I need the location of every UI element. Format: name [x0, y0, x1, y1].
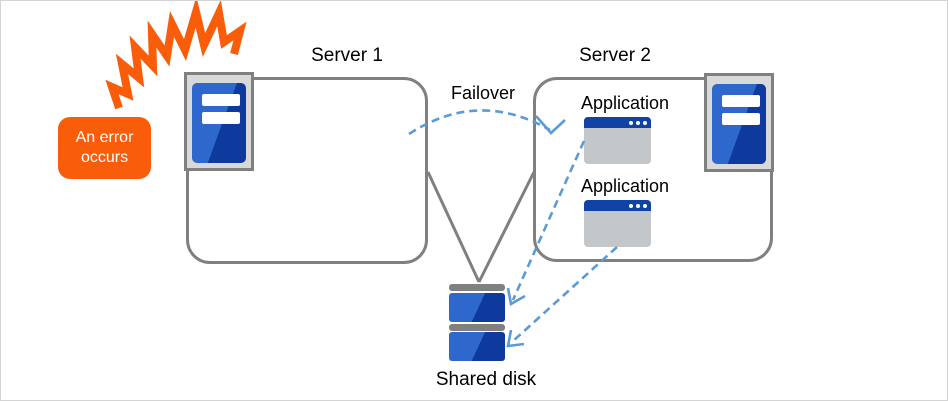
server-slot: [202, 112, 240, 124]
window-dot: [643, 203, 647, 208]
shared-disk-label: Shared disk: [435, 369, 537, 390]
server1-label: Server 1: [311, 45, 383, 66]
server1-disk-line: [426, 171, 481, 283]
error-callout: An error occurs: [58, 117, 151, 179]
application1-label: Application: [580, 93, 670, 113]
app-window-icon: [584, 200, 651, 247]
disk-segment: [449, 293, 505, 322]
error-callout-label: An error occurs: [75, 129, 134, 166]
server-slot: [722, 113, 760, 125]
window-dot: [629, 203, 633, 208]
window-dot: [629, 120, 633, 125]
server2-label: Server 2: [579, 45, 651, 66]
disk-platter-bar: [449, 284, 505, 291]
window-dot: [643, 120, 647, 125]
server2-disk-line: [477, 171, 536, 283]
server1-tower-icon: [184, 72, 254, 171]
failover-label: Failover: [450, 83, 516, 103]
app-window-titlebar: [584, 200, 651, 211]
window-dot: [636, 120, 640, 125]
server-tower-body: [712, 84, 766, 164]
server-slot: [722, 95, 760, 107]
app-window-icon: [584, 117, 651, 164]
server2-tower-icon: [704, 73, 774, 172]
disk-platter-bar: [449, 324, 505, 331]
shared-disk-icon: [449, 284, 505, 362]
disk-segment: [449, 332, 505, 361]
app-window-titlebar: [584, 117, 651, 128]
server-slot: [202, 94, 240, 106]
server-tower-body: [192, 83, 246, 163]
window-dot: [636, 203, 640, 208]
application2-label: Application: [580, 176, 670, 196]
